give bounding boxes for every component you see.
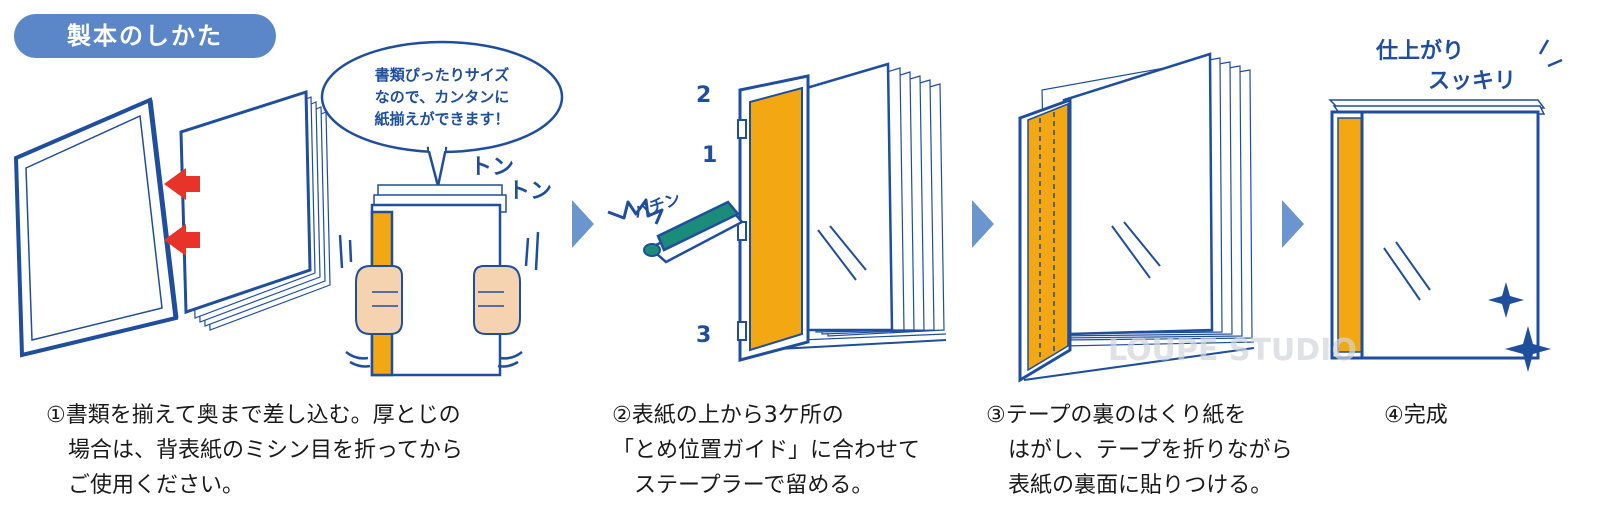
step1-cover	[13, 97, 179, 358]
sfx-ton-1: トン	[470, 155, 514, 180]
caption-line: ステープラーで留める。	[612, 473, 874, 498]
motion-lines	[338, 231, 540, 368]
caption-line: ご使用ください。	[46, 473, 245, 498]
sfx-pachin: パチン	[631, 189, 683, 222]
caption-line: 「とめ位置ガイド」に合わせて	[612, 438, 921, 463]
stapler-icon	[643, 200, 744, 264]
sparkle-lines	[1538, 39, 1563, 68]
speech-bubble	[320, 40, 564, 188]
guide-mark-2: 2	[696, 83, 711, 108]
bubble-line-1: 書類ぴったりサイズ	[375, 66, 510, 84]
watermark: LOUPE STUDIO	[1108, 333, 1357, 368]
bubble-line-3: 紙揃えができます！	[374, 110, 509, 128]
guide-mark-3: 3	[696, 323, 711, 348]
finish-line-2: スッキリ	[1428, 69, 1516, 94]
guide-mark-1: 1	[702, 143, 717, 168]
hand-icon	[355, 265, 403, 335]
step-arrow-icon	[572, 200, 594, 248]
step1-caption: ①書類を揃えて奥まで差し込む。厚とじの 場合は、背表紙のミシン目を折ってから ご…	[46, 398, 463, 503]
caption-line: ①書類を揃えて奥まで差し込む。厚とじの	[46, 403, 461, 428]
sparkle-icon	[1488, 282, 1524, 318]
caption-line: ③テープの裏のはくり紙を	[986, 403, 1247, 428]
finish-line-1: 仕上がり	[1375, 38, 1464, 64]
caption-line: ②表紙の上から3ケ所の	[612, 403, 844, 428]
step1-paper-stack	[179, 89, 331, 331]
finished-book	[1328, 99, 1546, 360]
step2-cover	[737, 74, 810, 362]
caption-line: ④完成	[1384, 403, 1448, 428]
step3-pages	[1023, 52, 1255, 381]
step3-caption: ③テープの裏のはくり紙を はがし、テープを折りながら 表紙の裏面に貼りつける。	[986, 398, 1293, 503]
red-arrow-icon	[164, 224, 200, 256]
step-arrow-icon	[972, 200, 994, 248]
caption-line: 表紙の裏面に貼りつける。	[986, 473, 1273, 498]
page-title: 製本のしかた	[14, 14, 276, 58]
sfx-ton-2: トン	[508, 179, 552, 204]
caption-line: 場合は、背表紙のミシン目を折ってから	[46, 438, 463, 463]
step3-cover-tape	[1018, 97, 1072, 383]
step4-caption: ④完成	[1384, 398, 1448, 433]
red-arrow-icon	[164, 168, 200, 200]
burst-icon	[607, 198, 664, 225]
hand-icon	[473, 265, 521, 335]
sparkle-icon	[1505, 326, 1551, 372]
step2-caption: ②表紙の上から3ケ所の 「とめ位置ガイド」に合わせて ステープラーで留める。	[612, 398, 920, 503]
caption-line: はがし、テープを折りながら	[986, 438, 1293, 463]
step2-pages	[759, 62, 947, 351]
bubble-line-2: なので、カンタンに	[375, 88, 509, 106]
step-arrow-icon	[1282, 200, 1304, 248]
